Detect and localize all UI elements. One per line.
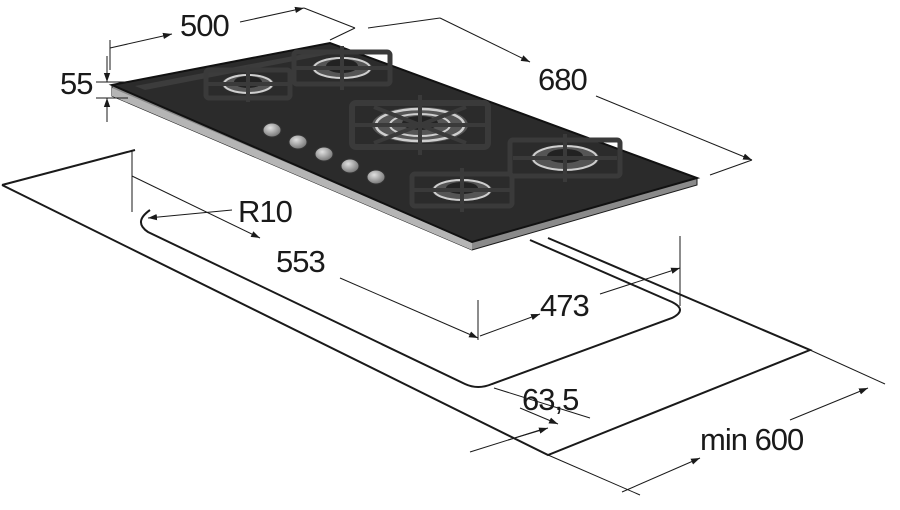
burner-front: [409, 168, 515, 212]
dimension-cutout-width: 553: [131, 150, 479, 340]
dimension-cutout-depth: 473: [479, 236, 681, 337]
burner-large-right: [507, 134, 623, 182]
knob-2: [288, 134, 308, 150]
dimension-corner-radius: R10: [147, 194, 294, 229]
knob-3: [314, 146, 334, 162]
dim-500-label: 500: [180, 8, 229, 43]
knob-4: [340, 158, 360, 174]
dimension-min-clearance: min 600: [547, 349, 886, 496]
knob-5: [366, 169, 386, 185]
dim-473-label: 473: [540, 288, 589, 323]
countertop-outline: [1, 149, 813, 457]
knob-1: [262, 122, 282, 138]
dimension-top-width: 680: [367, 17, 753, 176]
dim-680-label: 680: [538, 62, 587, 97]
dim-r10-label: R10: [238, 194, 293, 229]
hob: [108, 41, 701, 251]
dim-553-label: 553: [276, 244, 325, 279]
control-knobs: [262, 122, 386, 185]
burner-wok-center: [349, 95, 491, 155]
dimension-height: 55: [60, 56, 128, 122]
burner-small-left: [203, 66, 293, 102]
cutout-outline: [140, 209, 681, 388]
dimension-front-offset: 63,5: [469, 382, 591, 453]
dimension-top-depth: 500: [109, 6, 356, 70]
dim-min-600-label: min 600: [700, 422, 804, 457]
dim-55-label: 55: [60, 66, 92, 101]
burner-medium-back: [291, 46, 393, 90]
dim-63-5-label: 63,5: [522, 382, 578, 417]
